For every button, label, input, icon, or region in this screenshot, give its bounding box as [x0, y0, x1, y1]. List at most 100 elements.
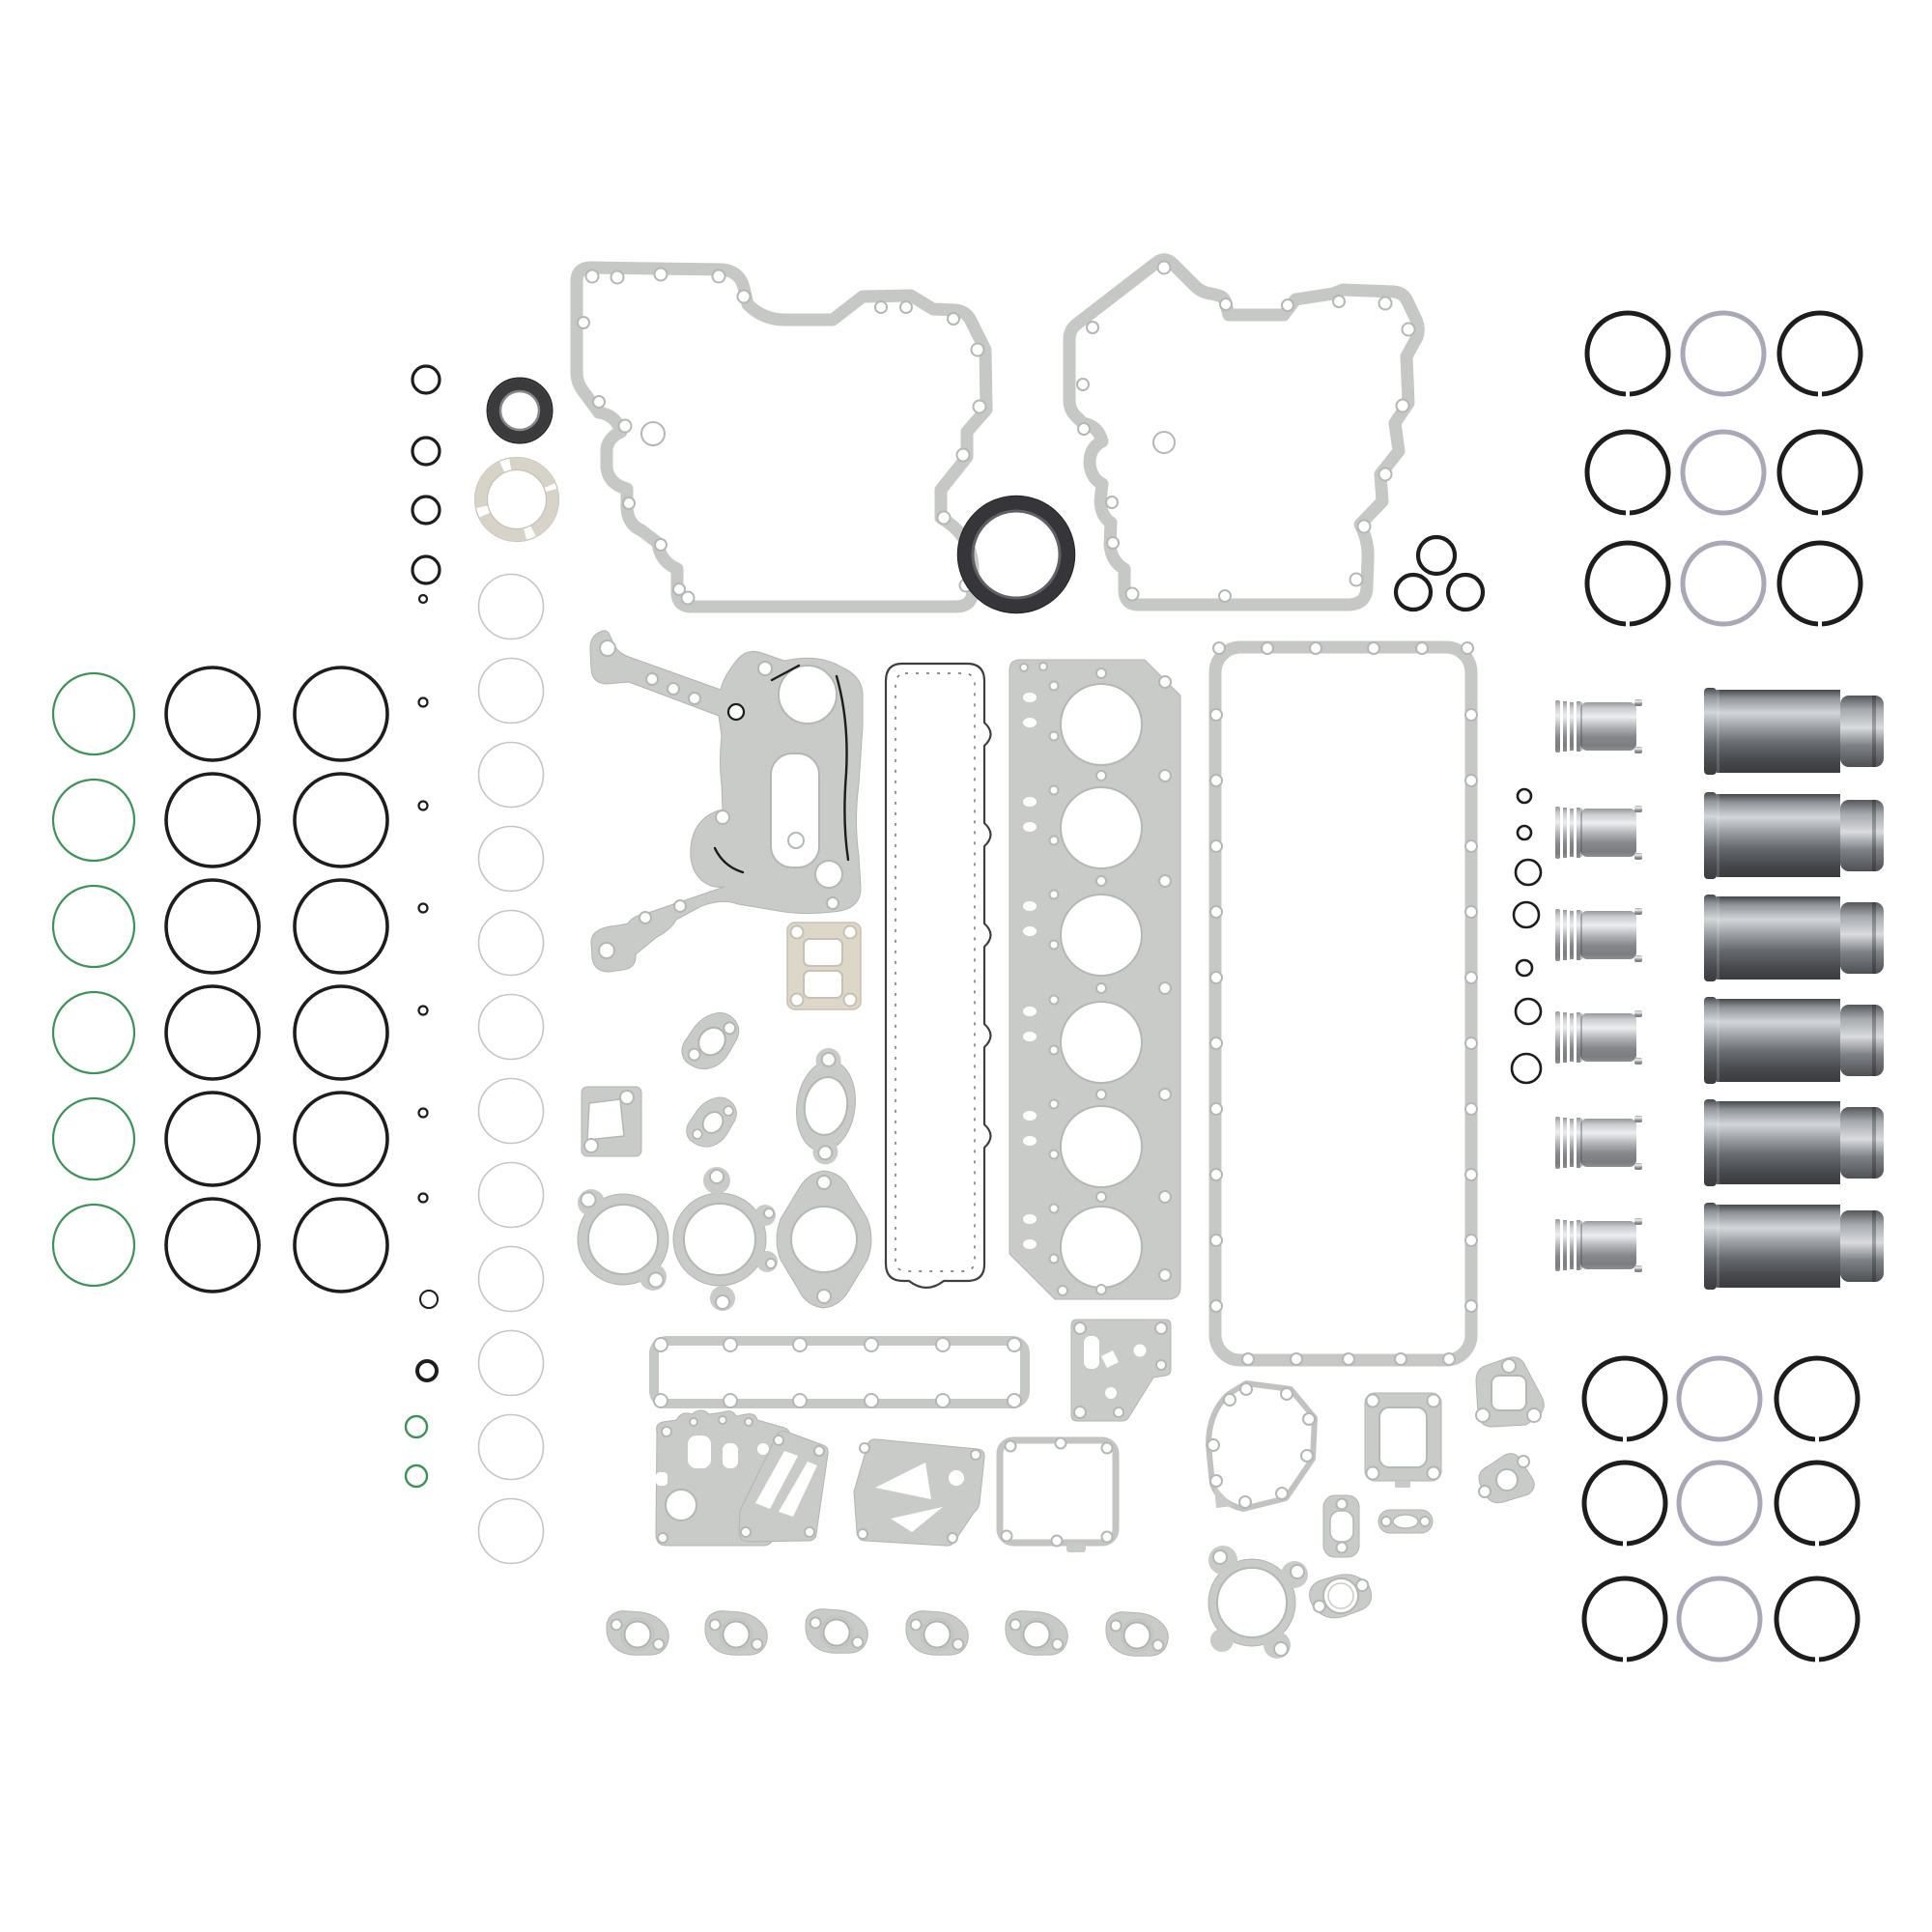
bolt-hole — [1464, 774, 1478, 787]
bolt-hole — [1261, 641, 1274, 655]
misc-small-rings-left — [404, 1290, 439, 1489]
shape-circle — [757, 1443, 769, 1455]
shape-circle — [1327, 1582, 1354, 1609]
bolt-hole — [899, 300, 913, 314]
bolt-hole — [1209, 1168, 1223, 1181]
shape-ellipse — [1023, 1136, 1037, 1146]
bolt-hole — [1048, 1098, 1060, 1110]
oil-pan-gasket — [1208, 640, 1478, 1367]
bolt-hole — [736, 289, 752, 304]
bolt-hole — [1158, 981, 1172, 995]
shape-ellipse — [1023, 797, 1037, 807]
shape-circle — [477, 1413, 545, 1481]
shape-rect — [1634, 853, 1642, 860]
bolt-hole — [645, 672, 659, 686]
bolt-hole — [816, 1175, 832, 1190]
piston — [1555, 908, 1642, 962]
bolt-hole — [1312, 1599, 1326, 1613]
bolt-hole — [583, 1138, 599, 1153]
shape-rect — [1717, 794, 1840, 877]
exhaust-gasket — [1105, 1611, 1169, 1657]
bolt-hole — [1154, 1321, 1168, 1335]
bracket-gasket-diagonal — [738, 1431, 829, 1543]
piston — [1555, 1116, 1642, 1170]
bolt-hole — [622, 497, 636, 510]
shape-rect — [1555, 1219, 1560, 1271]
bolt-hole — [1048, 784, 1060, 796]
shape-path — [1101, 1350, 1119, 1368]
shape-circle — [164, 666, 261, 762]
shape-group — [796, 1047, 856, 1165]
bolt-hole — [1275, 1487, 1289, 1500]
accessory-housing-outline-gasket — [1206, 1380, 1318, 1512]
shape-circle — [164, 984, 261, 1081]
shape-rect — [1818, 508, 1822, 518]
bolt-hole — [1095, 875, 1107, 887]
shape-circle — [1445, 572, 1486, 612]
bolt-hole — [1395, 398, 1410, 413]
shape-rect — [803, 970, 843, 999]
shape-rect — [1626, 619, 1630, 629]
bolt-hole — [1105, 496, 1119, 509]
bolt-hole — [723, 1021, 737, 1036]
shape-rect — [1872, 1210, 1876, 1282]
oval-ear-gasket — [686, 1096, 737, 1148]
bolt-hole — [689, 1417, 698, 1427]
bolt-hole — [709, 1169, 724, 1184]
shape-rect — [649, 1336, 1030, 1408]
shape-rect — [1634, 1116, 1642, 1122]
shape-rect — [1580, 1013, 1636, 1062]
shape-circle — [1120, 1618, 1154, 1653]
piston-ring-set-top — [1584, 310, 1863, 629]
shape-rect — [1580, 809, 1582, 857]
bolt-hole — [617, 418, 633, 434]
bolt-hole — [1464, 1037, 1478, 1050]
shape-circle — [1584, 540, 1671, 627]
bolt-hole — [1073, 1406, 1087, 1419]
bolt-hole — [1464, 1102, 1478, 1116]
oring-column-top-left — [411, 364, 441, 585]
shape-rect — [1815, 1435, 1819, 1444]
shape-rect — [1704, 1099, 1717, 1186]
bolt-hole — [1048, 1253, 1060, 1264]
bolt-hole — [1207, 1438, 1220, 1452]
shape-rect — [1563, 701, 1567, 752]
front-crank-seal-small — [486, 377, 554, 444]
shape-circle — [820, 1051, 837, 1067]
shape-circle — [411, 364, 441, 395]
shape-circle — [164, 1197, 261, 1293]
shape-rect — [723, 1443, 738, 1468]
shape-path — [1214, 1486, 1234, 1508]
bolt-hole — [765, 1258, 777, 1269]
bolt-hole — [1060, 894, 1143, 977]
bolt-hole — [1151, 1638, 1165, 1652]
bolt-hole — [1060, 1105, 1143, 1188]
shape-path — [779, 1462, 817, 1517]
exhaust-gasket-row — [606, 1608, 1169, 1657]
bolt-hole — [723, 1337, 738, 1352]
bolt-hole — [763, 1208, 775, 1219]
piston — [1555, 1010, 1642, 1065]
shape-circle — [164, 1091, 261, 1187]
bolt-hole — [792, 1393, 808, 1408]
shape-circle — [1776, 310, 1863, 397]
bolt-hole — [1060, 1001, 1143, 1084]
shape-rect — [1634, 1058, 1642, 1065]
shape-rect — [1717, 794, 1719, 877]
shape-circle — [1581, 1355, 1668, 1442]
shape-rect — [1577, 910, 1580, 960]
piston-ring-set-bottom — [1581, 1355, 1861, 1664]
bolt-hole — [1048, 730, 1060, 742]
bolt-hole — [1380, 1516, 1392, 1527]
bolt-hole — [1464, 1168, 1478, 1181]
shape-circle — [477, 909, 545, 977]
shape-rect — [1717, 999, 1719, 1082]
shape-rect — [1872, 800, 1876, 871]
bolt-hole — [1335, 1541, 1349, 1554]
shape-circle — [293, 666, 389, 762]
bolt-hole — [1218, 589, 1232, 603]
bolt-hole — [813, 1445, 825, 1457]
shape-rect — [1570, 911, 1574, 959]
shape-rect — [1634, 806, 1642, 812]
